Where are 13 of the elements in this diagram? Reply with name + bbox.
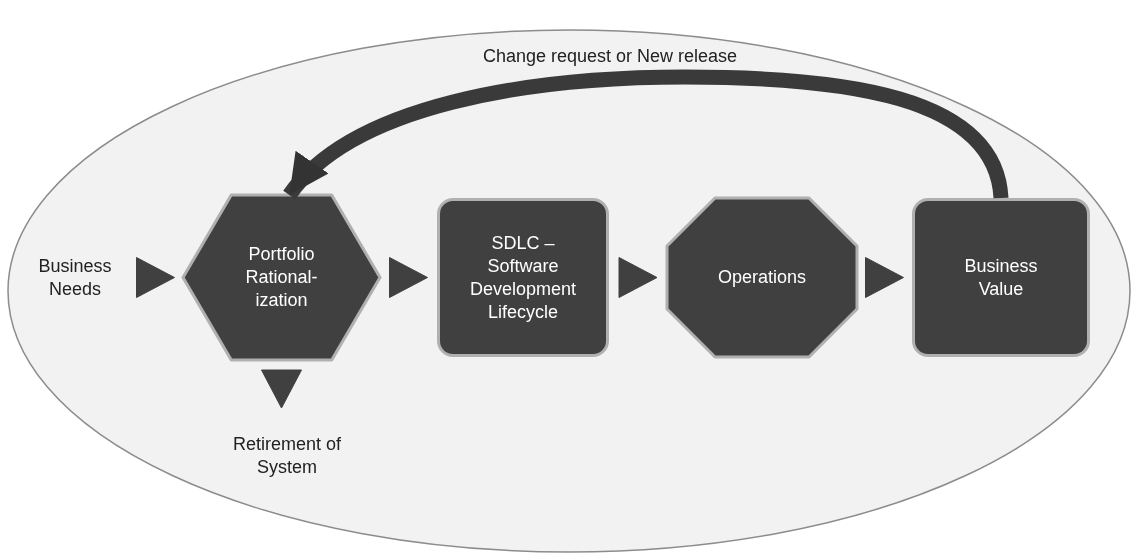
down-arrow <box>261 369 302 409</box>
chevron-arrow <box>865 257 904 298</box>
ellipse-boundary <box>6 28 1132 554</box>
process-box: SDLC – Software Development Lifecycle <box>437 198 609 357</box>
hexagon-node: Portfolio Rational- ization <box>183 195 380 360</box>
process-box: Business Value <box>912 198 1090 357</box>
output-label: Retirement of System <box>232 428 342 484</box>
chevron-arrow <box>389 257 428 298</box>
octagon-node: Operations <box>667 198 857 357</box>
input-label: Business Needs <box>22 250 128 306</box>
chevron-arrow <box>618 257 658 298</box>
curved-arrow <box>283 69 1009 200</box>
chevron-arrow <box>136 257 175 298</box>
